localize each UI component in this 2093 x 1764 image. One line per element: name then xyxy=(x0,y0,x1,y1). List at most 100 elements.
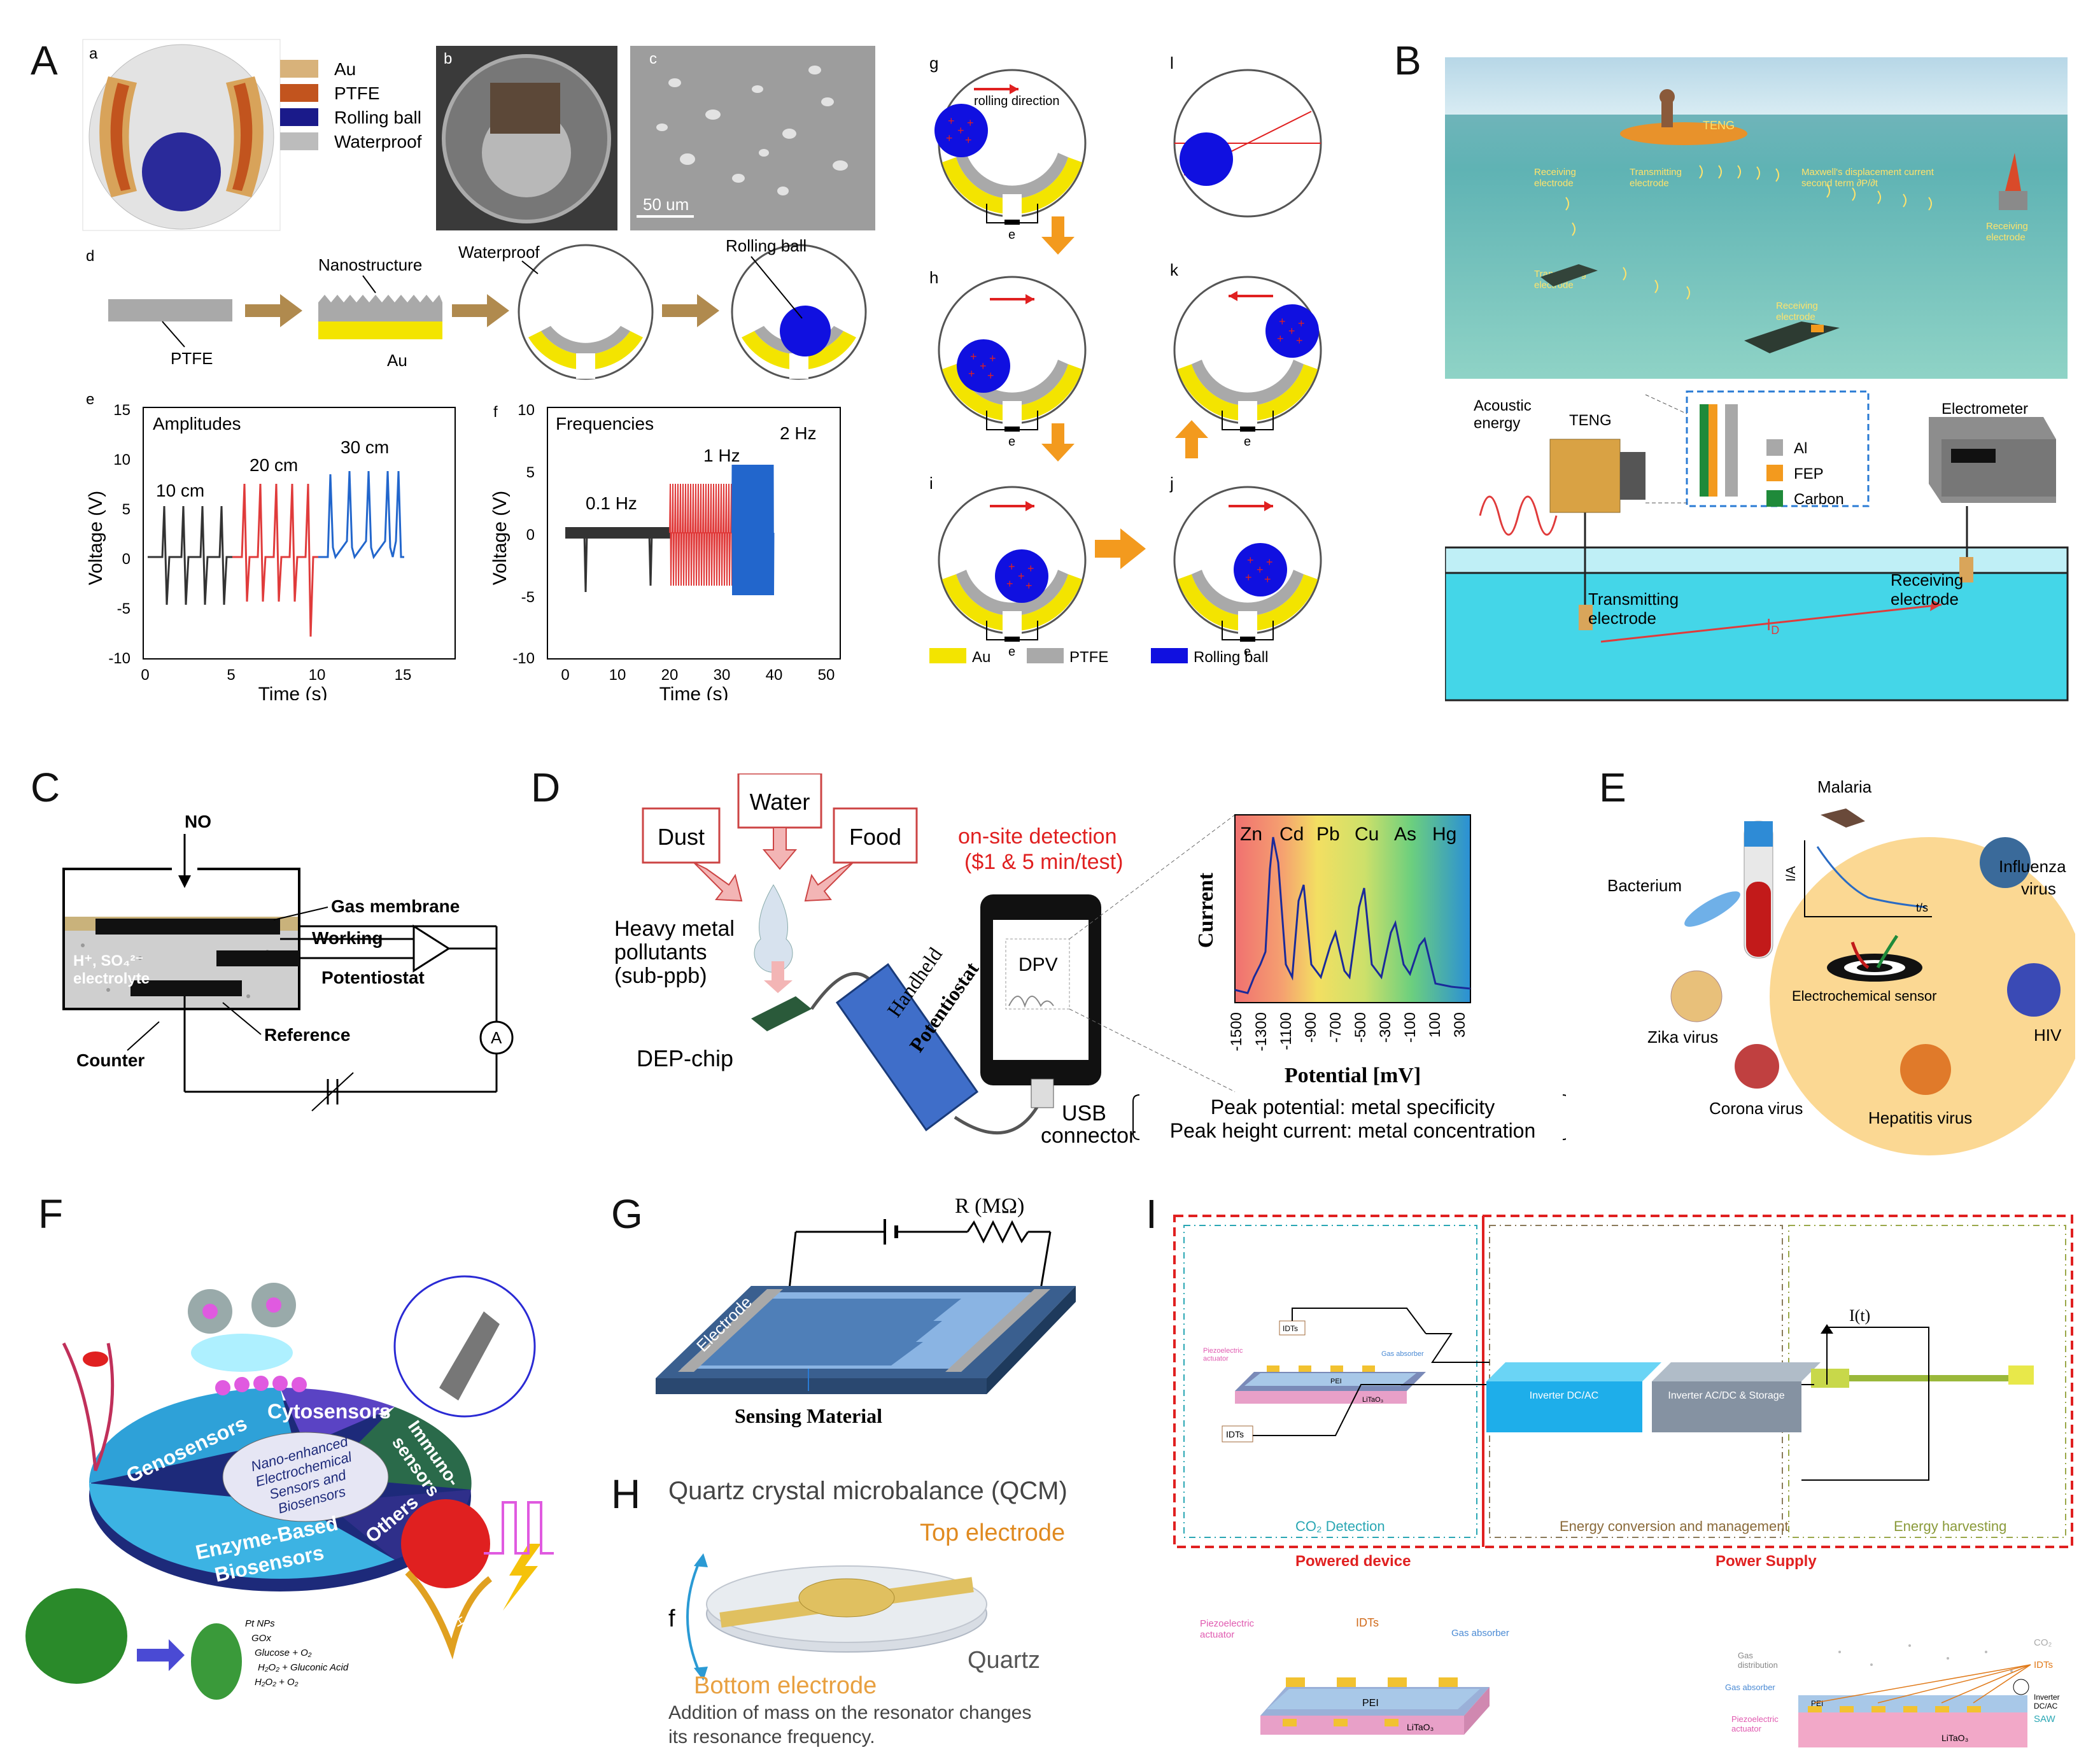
i-energy-conv: Energy conversion and management xyxy=(1560,1518,1789,1534)
food-box xyxy=(833,807,918,864)
svg-text:+: + xyxy=(1264,573,1271,586)
helix-icon xyxy=(405,1570,493,1660)
legend-au: Au xyxy=(334,59,356,79)
zika-icon xyxy=(1670,970,1723,1022)
d-heavy2: pollutants xyxy=(614,940,707,964)
panel-label-b: B xyxy=(1394,38,1421,83)
c-no: NO xyxy=(185,812,211,831)
f-legend-gox: GOx xyxy=(251,1633,271,1644)
d-peak1: Peak potential: metal specificity xyxy=(1211,1096,1495,1118)
electron-label: e xyxy=(1008,228,1015,242)
d-dust: Dust xyxy=(658,824,705,850)
chart-e-ytick: 0 xyxy=(122,551,130,568)
chart-f-xtick: 30 xyxy=(714,667,731,684)
legend-ptfe: PTFE xyxy=(334,83,380,103)
water-tank xyxy=(1444,572,2069,702)
hepatitis-icon xyxy=(1900,1044,1951,1095)
dna-strand xyxy=(62,1342,115,1471)
lightning-icon xyxy=(503,1544,541,1611)
sub-h: h xyxy=(929,268,938,287)
sub-c: c xyxy=(649,50,657,67)
svg-text:+: + xyxy=(946,132,953,145)
panel-a: a Au PTFE Rolling ball Waterproof b xyxy=(0,0,1369,705)
electron-label: e xyxy=(1008,435,1015,449)
d-heavy3: (sub-ppb) xyxy=(614,964,707,988)
teng-label: TENG xyxy=(1569,412,1612,429)
e-bacterium: Bacterium xyxy=(1607,876,1682,895)
rolling-ball xyxy=(934,104,988,157)
d-dpv: DPV xyxy=(1018,954,1058,975)
sub-b: b xyxy=(444,50,452,67)
dpv-xtick: -900 xyxy=(1302,1012,1320,1043)
litao-cross-section xyxy=(1798,1712,2027,1747)
b-legend-al: Al xyxy=(1794,440,1807,457)
panel-e: I/A t/s Electrochemical sensor Malaria B… xyxy=(1591,777,2088,1159)
chart-f-xtick: 0 xyxy=(561,667,569,684)
dpv-chart: Zn Cd Pb Cu As Hg Current Potential [mV]… xyxy=(1194,814,1471,1087)
panel-label-i: I xyxy=(1146,1191,1157,1237)
chart-e-label-30cm: 30 cm xyxy=(341,437,389,457)
e-influenza2: virus xyxy=(2021,879,2056,898)
dpv-xtick: 100 xyxy=(1427,1012,1444,1038)
h-caption1: Addition of mass on the resonator change… xyxy=(668,1702,1031,1723)
hiv-icon xyxy=(2007,963,2061,1017)
svg-text:+: + xyxy=(957,124,964,137)
pulse-waveform xyxy=(484,1501,554,1555)
panel-f-svg: Nano-enhanced Electrochemical Sensors an… xyxy=(25,1275,554,1700)
process-waterproof-label: Waterproof xyxy=(458,243,540,262)
segment-cyto xyxy=(280,1388,395,1445)
ammeter-label: A xyxy=(491,1028,502,1047)
metal-pb: Pb xyxy=(1316,824,1340,845)
dpv-xtick: -1300 xyxy=(1253,1012,1270,1051)
response-curve xyxy=(1816,846,1926,908)
svg-text:+: + xyxy=(968,367,975,380)
dpv-xtick: -500 xyxy=(1352,1012,1369,1043)
svg-text:+: + xyxy=(970,350,977,363)
i-pei-cross: PEI xyxy=(1811,1699,1823,1708)
panel-h: Quartz crystal microbalance (QCM) Top el… xyxy=(668,1471,1089,1751)
c-membrane: Gas membrane xyxy=(331,896,460,916)
chart-f: f Frequencies Voltage (V) Time (s) 10 5 … xyxy=(490,402,841,705)
mosquito-icon xyxy=(1821,808,1865,828)
i-litao-cross: LiTaO₃ xyxy=(1941,1733,1968,1743)
electrolyte-ions: H⁺, SO₄²⁻ xyxy=(73,952,143,970)
counter-electrode xyxy=(130,980,242,996)
gox-icon xyxy=(191,1623,242,1700)
seq-legend-ptfe: PTFE xyxy=(1069,649,1108,666)
litao-substrate-small xyxy=(1235,1391,1407,1404)
panel-d-svg: Water Dust Food Heavy metal pollutants (… xyxy=(614,772,1570,1148)
immuno-zoom-circle xyxy=(393,1275,536,1418)
e-ia: I/A xyxy=(1784,866,1798,882)
pei-layer-small xyxy=(1244,1373,1416,1386)
electrode-right xyxy=(945,1289,1050,1372)
g-resistor: R (MΩ) xyxy=(955,1194,1024,1218)
enzyme-icon xyxy=(25,1588,127,1684)
svg-text:+: + xyxy=(948,115,955,127)
chart-f-title: Frequencies xyxy=(556,414,654,434)
sub-e: e xyxy=(86,391,94,408)
legend-waterproof: Waterproof xyxy=(334,132,422,152)
i-litao-large: LiTaO₃ xyxy=(1407,1722,1434,1732)
ptfe-film xyxy=(108,299,232,321)
chart-f-label-1hz: 1 Hz xyxy=(703,446,740,465)
panel-label-e: E xyxy=(1599,765,1626,810)
e-hiv: HIV xyxy=(2034,1026,2062,1045)
frequency-arrow xyxy=(686,1559,701,1675)
f-legend-pt: Pt NPs xyxy=(245,1618,275,1629)
svg-text:+: + xyxy=(1018,570,1025,582)
panel-c: NO H⁺, SO₄²⁻ electrolyte Gas membrane Wo… xyxy=(57,799,528,1117)
i-supply: Power Supply xyxy=(1716,1553,1817,1570)
cell-body xyxy=(62,868,300,1010)
subpanel-d-process: d PTFE Nanostructure Au Waterproof Ro xyxy=(86,236,867,380)
working-electrode xyxy=(95,919,280,935)
state-h: e+++++ xyxy=(938,276,1087,449)
chart-f-label-2hz: 2 Hz xyxy=(780,423,817,443)
i-litao-small: LiTaO₃ xyxy=(1362,1396,1383,1404)
f-legend-h2o2o2: H₂O₂ + O₂ xyxy=(255,1677,299,1688)
